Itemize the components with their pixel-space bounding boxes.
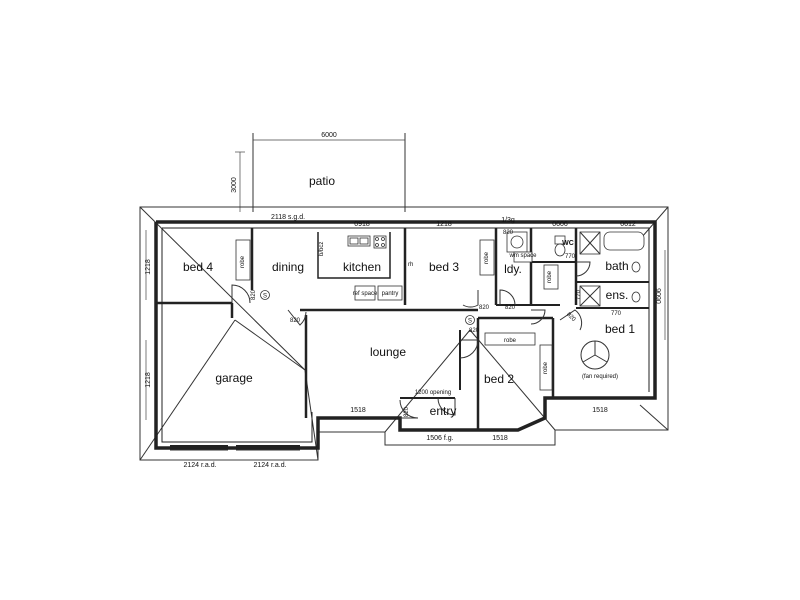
- garage-doors: [170, 445, 300, 451]
- room-label-kitchen: kitchen: [343, 260, 381, 274]
- wm-space-label: wm space: [508, 253, 537, 259]
- room-label-bath: bath: [605, 259, 628, 273]
- external-walls: [154, 220, 657, 450]
- dim-opening: 1200 opening: [415, 390, 451, 396]
- room-label-patio: patio: [309, 174, 335, 188]
- robe-label-bed2: robe: [504, 338, 517, 344]
- smoke-alarm-icon: [260, 290, 270, 300]
- dim-left-1: 1218: [145, 259, 152, 275]
- dim-top-4: 1/3g: [501, 217, 515, 224]
- ref-space-label: ref space: [353, 291, 378, 297]
- room-label-entry: entry: [430, 404, 457, 418]
- dimension-labels: 2118 s.g.d. 0918 1218 1/3g 0606 0612 121…: [145, 214, 663, 469]
- room-label-lounge: lounge: [370, 345, 406, 359]
- dim-bottom-1: 1518: [350, 407, 366, 414]
- dim-garage-door-1: 2124 r.a.d.: [183, 462, 216, 469]
- dim-bottom-2: 1506 f.g.: [426, 435, 453, 442]
- dim-door-ldy: 820: [505, 305, 516, 311]
- wet-area-fixtures: wm space: [506, 231, 645, 307]
- dim-top-6: 0612: [620, 221, 636, 228]
- fan-required-label: (fan required): [582, 374, 618, 380]
- room-label-bed3: bed 3: [429, 260, 459, 274]
- patio-depth-dim: 3000: [231, 177, 238, 193]
- dim-top-1: 2118 s.g.d.: [271, 214, 305, 221]
- dim-door-dining: 820: [290, 318, 301, 324]
- roof-outline: [139, 206, 669, 461]
- room-label-laundry: ldy.: [504, 262, 522, 276]
- smoke-alarm-icon: [465, 315, 475, 325]
- dimension-lines: [145, 230, 666, 461]
- dim-door-bed4: 820: [251, 289, 257, 300]
- smoke-alarm-label-1: S: [263, 294, 267, 300]
- dim-door-bed1: 820: [565, 312, 577, 324]
- dim-door-entry: 820: [404, 406, 410, 417]
- robe-label-bed4: robe: [240, 255, 246, 268]
- kitchen-bb-label: b/bcz: [319, 242, 325, 256]
- dim-door-bed2: 820: [469, 328, 480, 334]
- patio-width-dim: 6000: [321, 132, 337, 139]
- range-hood-label: rh: [408, 262, 413, 268]
- dim-bottom-3: 1518: [492, 435, 508, 442]
- room-label-wc: WC: [562, 240, 574, 247]
- room-label-bed1: bed 1: [605, 322, 635, 336]
- kitchen-fixtures: b/bcz ref space pantry rh: [319, 235, 413, 301]
- room-label-bed4: bed 4: [183, 260, 213, 274]
- room-label-garage: garage: [215, 371, 253, 385]
- dim-left-2: 1218: [145, 372, 152, 388]
- robes: robe robe robe robe robe: [235, 239, 559, 391]
- dim-garage-door-2: 2124 r.a.d.: [253, 462, 286, 469]
- internal-walls: [156, 228, 649, 430]
- dim-top-3: 1218: [436, 221, 452, 228]
- room-label-bed2: bed 2: [484, 372, 514, 386]
- dim-right-1: 0606: [656, 288, 663, 304]
- smoke-alarms: S S: [260, 290, 475, 325]
- dim-door-bed3: 820: [479, 305, 490, 311]
- door-swings: [231, 261, 591, 419]
- dim-top-5: 0606: [552, 221, 568, 228]
- dim-top-2: 0918: [354, 221, 370, 228]
- smoke-alarm-label-2: S: [468, 319, 472, 325]
- dim-bottom-4: 1518: [592, 407, 608, 414]
- ceiling-fan-icon: (fan required): [580, 340, 618, 380]
- room-labels: bed 4 dining kitchen bed 3 ldy. WC bath …: [183, 240, 635, 418]
- room-label-dining: dining: [272, 260, 304, 274]
- dim-door-wc: 770: [565, 254, 576, 260]
- dim-door-ens: 770: [611, 311, 622, 317]
- robe-label-bed3: robe: [484, 251, 490, 264]
- pantry-label: pantry: [382, 291, 399, 297]
- dim-door-ldy-top: 820: [503, 230, 514, 236]
- robe-label-bed1: robe: [543, 361, 549, 374]
- robe-label-linen: robe: [547, 270, 553, 283]
- dim-door-bath: 770: [576, 289, 582, 300]
- room-label-ensuite: ens.: [606, 288, 629, 302]
- patio-area: 6000 3000 patio: [231, 132, 406, 212]
